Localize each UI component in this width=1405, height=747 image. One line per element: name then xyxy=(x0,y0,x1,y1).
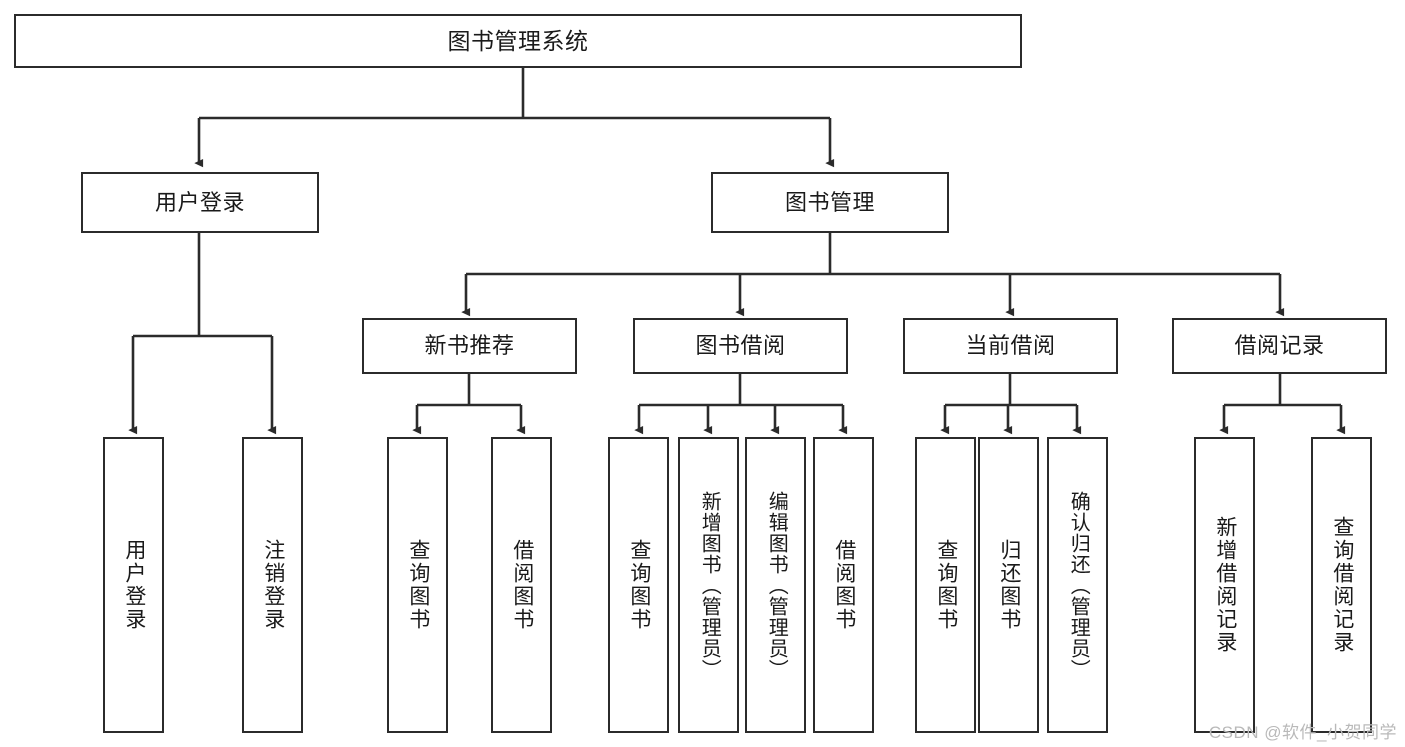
node-label: 图书管理 xyxy=(784,189,875,215)
leaf-query-borrow-record[interactable]: 查询借阅记录 xyxy=(1311,437,1372,733)
node-label: 编辑图书（管理员） xyxy=(765,490,788,680)
node-label: 图书借阅 xyxy=(695,333,786,359)
node-label: 当前借阅 xyxy=(965,333,1056,359)
leaf-user-login[interactable]: 用户登录 xyxy=(103,437,164,733)
node-user-login[interactable]: 用户登录 xyxy=(81,172,319,233)
node-label: 归还图书 xyxy=(997,539,1021,631)
node-root-system[interactable]: 图书管理系统 xyxy=(14,14,1022,68)
leaf-edit-book-admin[interactable]: 编辑图书（管理员） xyxy=(745,437,806,733)
leaf-return-books[interactable]: 归还图书 xyxy=(978,437,1039,733)
node-label: 查询借阅记录 xyxy=(1330,516,1354,654)
node-new-book-recommend[interactable]: 新书推荐 xyxy=(362,318,577,374)
leaf-query-books-current[interactable]: 查询图书 xyxy=(915,437,976,733)
node-label: 图书管理系统 xyxy=(447,27,589,54)
node-label: 用户登录 xyxy=(122,539,146,631)
leaf-borrow-books[interactable]: 借阅图书 xyxy=(813,437,874,733)
node-label: 注销登录 xyxy=(261,539,285,631)
node-label: 查询图书 xyxy=(627,539,651,631)
node-label: 查询图书 xyxy=(406,539,430,631)
node-borrow-records[interactable]: 借阅记录 xyxy=(1172,318,1387,374)
node-label: 用户登录 xyxy=(154,189,245,215)
node-label: 借阅记录 xyxy=(1234,333,1325,359)
node-label: 新增借阅记录 xyxy=(1213,516,1237,654)
node-book-management[interactable]: 图书管理 xyxy=(711,172,949,233)
node-label: 新书推荐 xyxy=(424,333,515,359)
leaf-confirm-return-admin[interactable]: 确认归还（管理员） xyxy=(1047,437,1108,733)
leaf-add-borrow-record[interactable]: 新增借阅记录 xyxy=(1194,437,1255,733)
leaf-query-books-new[interactable]: 查询图书 xyxy=(387,437,448,733)
node-label: 新增图书（管理员） xyxy=(698,490,721,680)
leaf-query-books-borrow[interactable]: 查询图书 xyxy=(608,437,669,733)
node-label: 查询图书 xyxy=(934,539,958,631)
leaf-borrow-books-new[interactable]: 借阅图书 xyxy=(491,437,552,733)
leaf-logout[interactable]: 注销登录 xyxy=(242,437,303,733)
node-label: 借阅图书 xyxy=(832,539,856,631)
node-label: 确认归还（管理员） xyxy=(1067,490,1090,680)
leaf-add-book-admin[interactable]: 新增图书（管理员） xyxy=(678,437,739,733)
node-label: 借阅图书 xyxy=(510,539,534,631)
node-current-borrow[interactable]: 当前借阅 xyxy=(903,318,1118,374)
node-book-borrow[interactable]: 图书借阅 xyxy=(633,318,848,374)
